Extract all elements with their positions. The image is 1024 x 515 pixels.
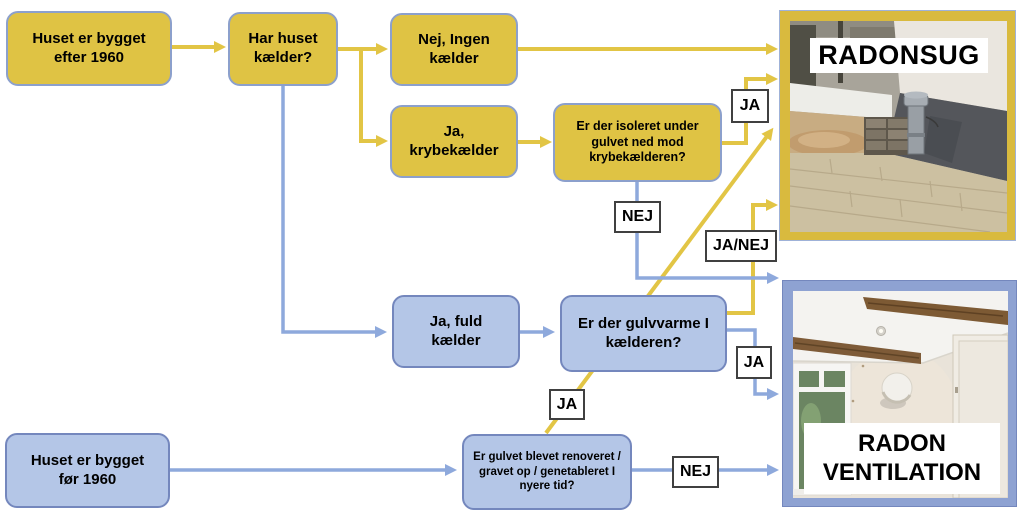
radonsug-caption: RADONSUG xyxy=(810,38,988,73)
edge-renoveret-ja-to-radonsug xyxy=(544,127,774,435)
node-floor-renovated: Er gulvet blevet renoveret / gravet op /… xyxy=(462,434,632,510)
brick-stack xyxy=(864,117,910,155)
radon-ventilation-image: RADON VENTILATION xyxy=(782,280,1017,507)
node-built-before-1960: Huset er bygget før 1960 xyxy=(5,433,170,508)
node-has-basement: Har huset kælder? xyxy=(228,12,338,86)
radon-ventilation-caption: RADON VENTILATION xyxy=(804,423,1000,494)
edge-label-nej-renovated: NEJ xyxy=(672,456,719,488)
node-built-after-1960: Huset er bygget efter 1960 xyxy=(6,11,172,86)
node-insulated-under-floor: Er der isoleret under gulvet ned mod kry… xyxy=(553,103,722,182)
edge-label-nej-insulated: NEJ xyxy=(614,201,661,233)
edge-label-ja-floor-heating: JA xyxy=(736,346,772,379)
node-floor-heating: Er der gulvvarme I kælderen? xyxy=(560,295,727,372)
edge-label-ja-renovated: JA xyxy=(549,389,585,420)
radon-suction-pipe xyxy=(903,91,939,155)
node-crawl-space: Ja, krybekælder xyxy=(390,105,518,178)
edge-haskaelder-to-krybekaelder xyxy=(359,49,388,147)
node-no-basement: Nej, Ingen kælder xyxy=(390,13,518,86)
edge-haskaelder-to-fuldkaelder xyxy=(281,86,387,338)
ceiling-beams xyxy=(793,297,1008,364)
radonsug-image: RADONSUG xyxy=(779,10,1016,241)
ventilation-unit xyxy=(880,372,913,409)
node-full-basement: Ja, fuld kælder xyxy=(392,295,520,368)
edge-label-ja-insulated: JA xyxy=(731,89,769,123)
edge-label-janej-floor-heating: JA/NEJ xyxy=(705,230,777,262)
